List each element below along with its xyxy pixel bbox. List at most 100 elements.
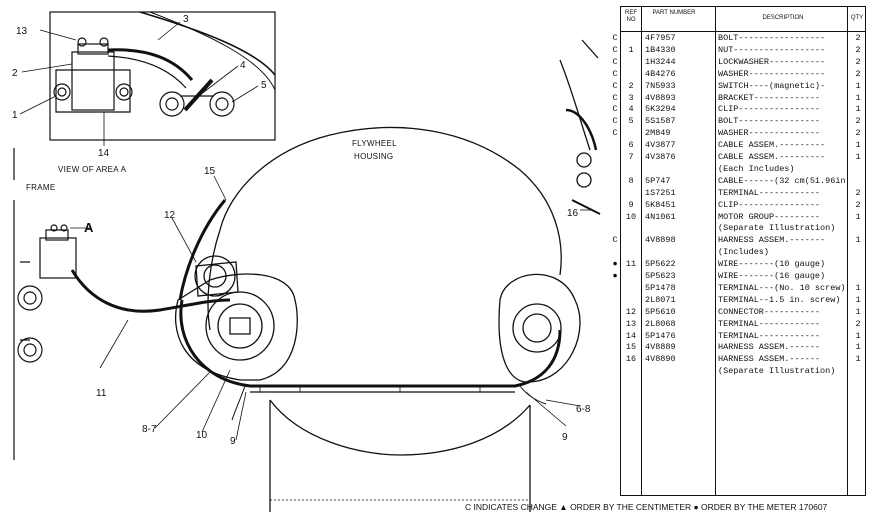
description-cell: (Separate Illustration) — [718, 223, 836, 234]
ref-no-cell: 15 — [625, 342, 637, 353]
callout-16: 16 — [567, 208, 579, 219]
quantity-cell: 1 — [855, 140, 861, 151]
table-row: ● 5P5623 WIRE-------(16 gauge) — [612, 271, 865, 282]
description-cell: NUT------------------ — [718, 44, 826, 55]
column-divider — [641, 7, 642, 495]
callout-9-left: 9 — [230, 436, 236, 447]
part-number-cell: 4V8893 — [645, 92, 676, 103]
flywheel-housing — [154, 39, 601, 512]
part-number-cell: 1B4330 — [645, 44, 676, 55]
description-cell: (Separate Illustration) — [718, 366, 836, 377]
housing-label-line1: FLYWHEEL — [352, 139, 397, 148]
description-cell: LOCKWASHER----------- — [718, 56, 826, 67]
table-row: (Each Includes) — [621, 164, 865, 175]
part-number-cell: 1H3244 — [645, 56, 676, 67]
callout-6-8: 6-8 — [576, 404, 591, 415]
quantity-cell: 1 — [855, 282, 861, 293]
description-cell: (Each Includes) — [718, 163, 795, 174]
row-change-mark: C — [612, 235, 618, 246]
table-row: 6 4V3877 CABLE ASSEM.--------- 1 — [621, 140, 865, 151]
part-number-cell: 4V3877 — [645, 140, 676, 151]
quantity-cell: 1 — [855, 92, 861, 103]
table-row: (Separate Illustration) — [621, 223, 865, 234]
inset-callout-2: 2 — [12, 68, 18, 79]
ref-no-cell: 5 — [628, 116, 634, 127]
inset-callout-1: 1 — [12, 110, 18, 121]
callout-8-7: 8-7 — [142, 424, 157, 435]
ref-no-cell: 7 — [628, 152, 634, 162]
table-row: C 1H3244 LOCKWASHER----------- 2 — [612, 56, 865, 68]
part-number-cell: 1S7251 — [645, 187, 676, 198]
header-qty: QTY — [850, 15, 864, 21]
part-number-cell: 5P1476 — [645, 330, 676, 341]
quantity-cell: 2 — [855, 56, 861, 67]
part-number-cell: 4V8898 — [645, 235, 676, 246]
quantity-cell: 1 — [855, 80, 861, 91]
ref-no-cell: 12 — [625, 306, 637, 317]
quantity-cell: 2 — [855, 318, 861, 329]
part-number-cell: 2M849 — [645, 128, 671, 139]
part-number-cell: 5P5623 — [645, 271, 676, 281]
description-cell: WASHER--------------- — [718, 68, 826, 79]
quantity-cell: 1 — [855, 235, 861, 246]
callout-15: 15 — [204, 166, 216, 177]
description-cell: WIRE-------(10 gauge) — [718, 259, 826, 270]
callout-9-right: 9 — [562, 432, 568, 443]
quantity-cell: 1 — [855, 294, 861, 305]
description-cell: SWITCH----(magnetic)- — [718, 80, 826, 91]
description-cell: CLIP---------------- — [718, 199, 821, 210]
ref-no-cell: 10 — [625, 211, 637, 222]
callout-10: 10 — [196, 430, 208, 441]
row-change-mark: C — [612, 104, 618, 115]
description-cell: CONNECTOR----------- — [718, 306, 821, 317]
frame-outline — [13, 148, 231, 460]
row-change-mark: C — [612, 56, 618, 67]
inset-caption: VIEW OF AREA A — [58, 165, 127, 174]
description-cell: TERMINAL------------ — [718, 318, 821, 329]
description-cell: TERMINAL------------ — [718, 330, 821, 341]
quantity-cell: 1 — [855, 152, 861, 162]
callout-11: 11 — [96, 388, 107, 399]
part-number-cell: 5K8451 — [645, 199, 676, 210]
inset-view-area-a — [19, 11, 276, 146]
quantity-cell: 2 — [855, 187, 861, 198]
area-marker-a: A — [84, 220, 94, 235]
footer-legend: C INDICATES CHANGE ▲ ORDER BY THE CENTIM… — [465, 502, 828, 512]
part-number-cell: 4B4276 — [645, 68, 676, 79]
ref-no-cell: 14 — [625, 330, 637, 341]
part-number-cell: 4V3876 — [645, 152, 676, 162]
description-cell: TERMINAL--1.5 in. screw) — [718, 294, 841, 305]
row-change-mark: ● — [612, 271, 618, 281]
header-part-number: PART NUMBER — [652, 10, 696, 16]
description-cell: BOLT----------------- — [718, 33, 826, 43]
quantity-cell: 1 — [855, 306, 861, 317]
quantity-cell: 2 — [855, 33, 861, 43]
inset-callout-14: 14 — [98, 148, 110, 159]
part-number-cell: 5S1587 — [645, 116, 676, 127]
row-change-mark: C — [612, 116, 618, 127]
description-cell: CABLE ASSEM.--------- — [718, 140, 826, 151]
ref-no-cell: 6 — [628, 140, 634, 151]
description-cell: WIRE-------(16 gauge) — [718, 271, 826, 281]
description-cell: BRACKET------------- — [718, 92, 821, 103]
table-row: (Includes) — [621, 247, 865, 258]
quantity-cell: 2 — [855, 44, 861, 55]
part-number-cell: 4V8889 — [645, 342, 676, 353]
row-change-mark: C — [612, 128, 618, 139]
row-change-mark: C — [612, 80, 618, 91]
frame-label: FRAME — [26, 183, 56, 192]
